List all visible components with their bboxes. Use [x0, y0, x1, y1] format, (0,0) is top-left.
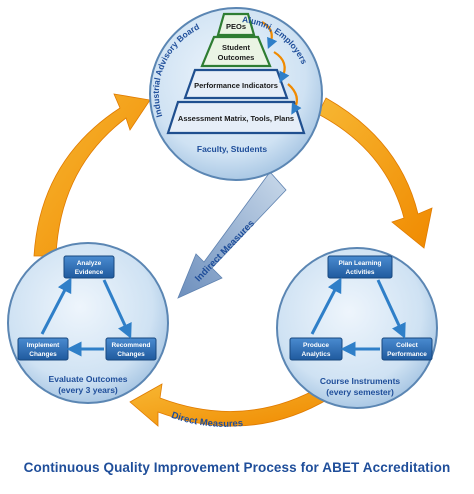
- indirect-measures-arrow: [177, 171, 287, 299]
- collect-performance-box: [381, 337, 433, 361]
- course-arrow-plan-to-collect: [376, 279, 406, 339]
- pyramid-label-outcomes: Outcomes: [218, 53, 255, 62]
- produce-line1: Produce: [303, 342, 329, 349]
- analyze-line2: Evidence: [75, 269, 104, 276]
- evaluate-arrow-analyze-to-recommend: [102, 279, 132, 339]
- course-caption-line1: Course Instruments: [320, 376, 401, 386]
- implement-line1: Implement: [27, 342, 60, 349]
- evaluate-circle: [7, 242, 169, 404]
- pyramid-label-student: Student: [222, 43, 250, 52]
- plan-learning-line1: Plan Learning: [339, 260, 382, 267]
- course-caption-line2: (every semester): [326, 387, 394, 397]
- indirect-measures-label: Indirect Measures: [193, 218, 257, 284]
- alumni-feed-arrow-2: [273, 51, 290, 83]
- evaluate-caption-line1: Evaluate Outcomes: [49, 374, 128, 384]
- cycle-arrow-left: [33, 93, 151, 257]
- recommend-line1: Recommend: [111, 342, 150, 349]
- pyramid-base-label: Faculty, Students: [197, 144, 267, 154]
- produce-line2: Analytics: [302, 351, 331, 358]
- evaluate-caption-line2: (every 3 years): [58, 385, 118, 395]
- alumni-feed-arrow-1: [261, 21, 278, 50]
- collect-line2: Performance: [387, 351, 427, 358]
- alumni-feed-arrow-3: [287, 83, 302, 115]
- collect-line1: Collect: [396, 342, 419, 349]
- pyramid-tier-performance-indicators: [183, 68, 289, 100]
- pyramid-label-assessment: Assessment Matrix, Tools, Plans: [178, 114, 294, 123]
- evaluate-arrow-implement-to-analyze: [40, 277, 72, 335]
- cycle-arrow-bottom: [129, 383, 331, 427]
- pyramid-tier-peos: [216, 12, 256, 37]
- cycle-arrow-right: [317, 97, 433, 249]
- pyramid-tier-assessment: [166, 100, 306, 135]
- pyramid-label-peos: PEOs: [226, 22, 246, 31]
- plan-learning-line2: Activities: [346, 269, 375, 276]
- page-title: Continuous Quality Improvement Process f…: [23, 460, 451, 475]
- implement-line2: Changes: [29, 351, 57, 358]
- analyze-evidence-box: [63, 255, 115, 279]
- recommend-line2: Changes: [117, 351, 145, 358]
- course-circle: [276, 247, 438, 409]
- plan-learning-activities-box: [327, 255, 393, 279]
- analyze-line1: Analyze: [77, 260, 102, 267]
- pyramid-tier-student-outcomes: [200, 35, 272, 68]
- course-arrow-produce-to-plan: [310, 277, 342, 335]
- pyramid-label-performance-indicators: Performance Indicators: [194, 81, 278, 90]
